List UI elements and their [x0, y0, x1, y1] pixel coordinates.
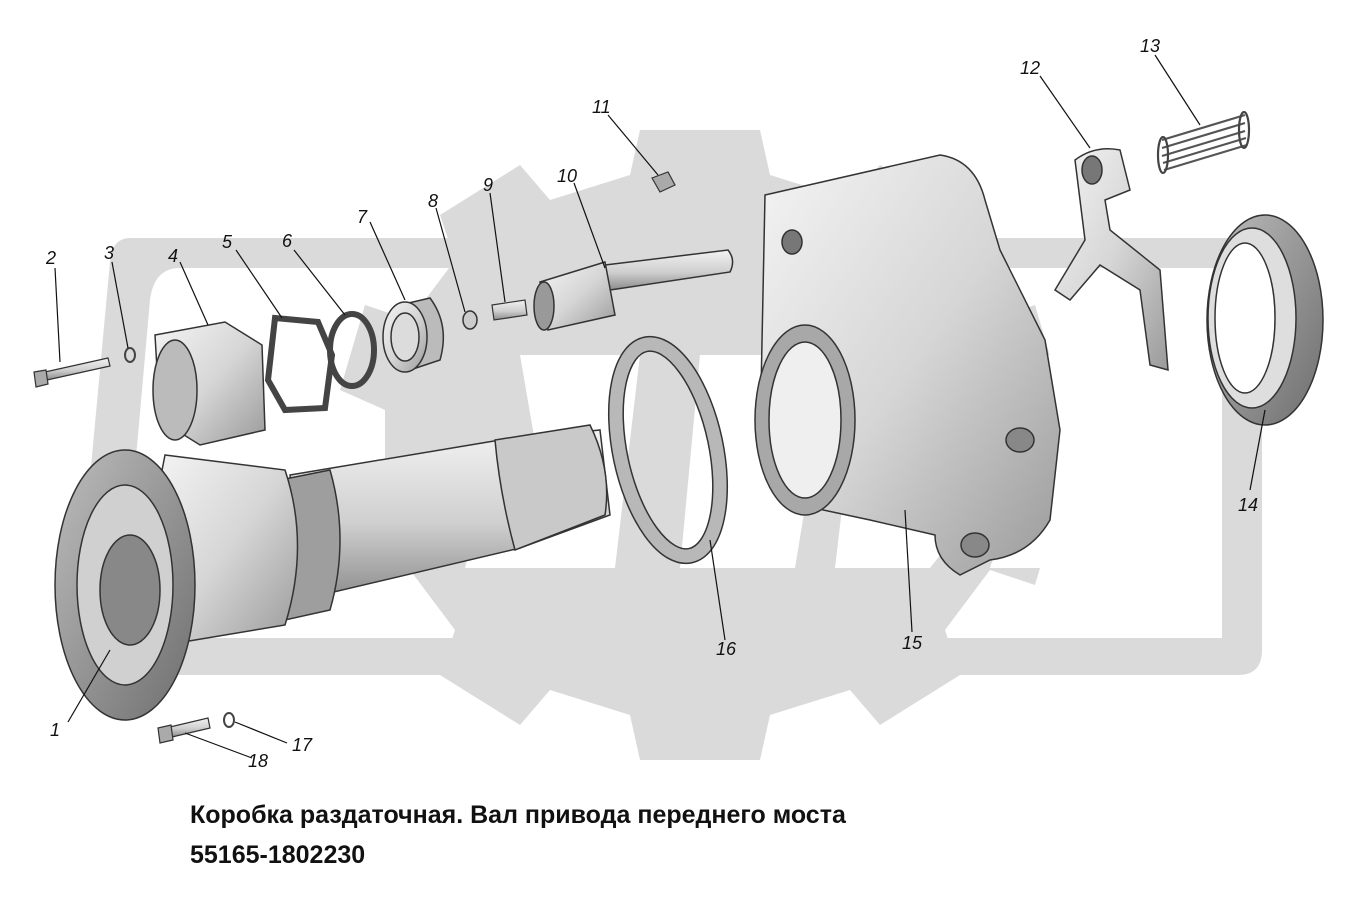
washer-17 [223, 712, 235, 728]
bolt-18 [157, 717, 211, 744]
callout-8: 8 [428, 191, 438, 211]
callout-11: 11 [592, 97, 611, 117]
callout-1: 1 [50, 720, 60, 740]
callout-14: 14 [1238, 495, 1258, 515]
rod-10 [533, 249, 734, 331]
callout-13: 13 [1140, 36, 1160, 56]
housing-15 [754, 154, 1061, 576]
bolt-2 [33, 357, 111, 388]
callout-10: 10 [557, 166, 577, 186]
callout-12: 12 [1020, 58, 1040, 78]
spring-13 [1156, 110, 1251, 175]
callout-17: 17 [292, 735, 313, 755]
gasket-16 [607, 335, 729, 565]
cover-4 [152, 321, 266, 446]
washer-8 [462, 310, 478, 330]
callout-leaders [54, 54, 1266, 759]
callout-15: 15 [902, 633, 923, 653]
part-number: 55165-1802230 [190, 841, 366, 869]
callout-6: 6 [282, 231, 293, 251]
gasket-5 [264, 314, 336, 414]
pin-9 [491, 299, 528, 321]
callout-4: 4 [168, 246, 178, 266]
callout-7: 7 [357, 207, 368, 227]
diagram-title: Коробка раздаточная. Вал привода передне… [190, 801, 846, 829]
callout-16: 16 [716, 639, 737, 659]
fork-12 [1053, 148, 1169, 372]
sleeve-14 [1206, 214, 1324, 426]
washer-3 [124, 347, 136, 363]
callout-labels: 1 2 3 4 5 6 7 8 9 10 11 12 13 14 15 16 1… [45, 36, 1258, 771]
shaft-assembly [54, 424, 611, 721]
callout-3: 3 [104, 243, 114, 263]
seal-7 [382, 297, 445, 373]
callout-9: 9 [483, 175, 493, 195]
plug-11 [651, 171, 676, 193]
ring-6 [327, 311, 377, 389]
callout-5: 5 [222, 232, 233, 252]
callout-2: 2 [45, 248, 56, 268]
callout-18: 18 [248, 751, 268, 771]
